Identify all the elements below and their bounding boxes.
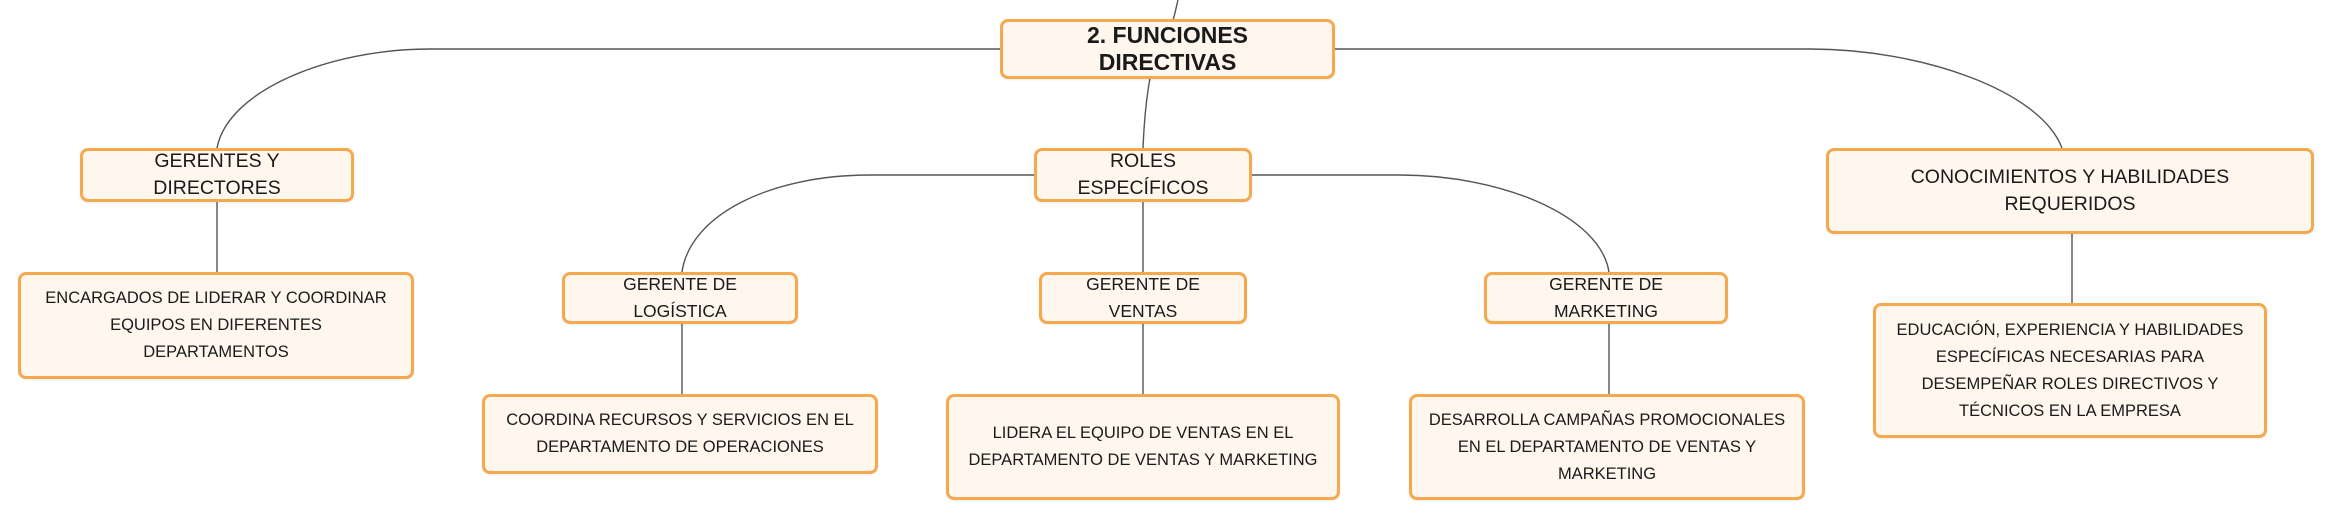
connector-root-conocimientos <box>1335 48 2063 149</box>
connector-roles-logistica <box>681 174 1034 273</box>
node-gerente-marketing[interactable]: GERENTE DE MARKETING <box>1484 272 1728 324</box>
connector-root-up <box>1172 0 1179 21</box>
node-gerente-logistica[interactable]: GERENTE DE LOGÍSTICA <box>562 272 798 324</box>
node-gerente-ventas[interactable]: GERENTE DE VENTAS <box>1039 272 1247 324</box>
node-gerentes-y-directores[interactable]: GERENTES Y DIRECTORES <box>80 148 354 202</box>
node-marketing-detail[interactable]: DESARROLLA CAMPAÑAS PROMOCIONALES EN EL … <box>1409 394 1805 500</box>
connector-roles-marketing <box>1252 174 1610 273</box>
node-logistica-detail[interactable]: COORDINA RECURSOS Y SERVICIOS EN EL DEPA… <box>482 394 878 474</box>
node-conocimientos-y-habilidades[interactable]: CONOCIMIENTOS Y HABILIDADES REQUERIDOS <box>1826 148 2314 234</box>
node-conocimientos-detail[interactable]: EDUCACIÓN, EXPERIENCIA Y HABILIDADES ESP… <box>1873 303 2267 438</box>
root-node[interactable]: 2. FUNCIONES DIRECTIVAS <box>1000 19 1335 79</box>
connector-root-gerentes <box>216 48 1000 149</box>
connector-root-roles <box>1142 77 1151 149</box>
node-gerentes-detail[interactable]: ENCARGADOS DE LIDERAR Y COORDINAR EQUIPO… <box>18 272 414 379</box>
node-ventas-detail[interactable]: LIDERA EL EQUIPO DE VENTAS EN EL DEPARTA… <box>946 394 1340 500</box>
node-roles-especificos[interactable]: ROLES ESPECÍFICOS <box>1034 148 1252 202</box>
